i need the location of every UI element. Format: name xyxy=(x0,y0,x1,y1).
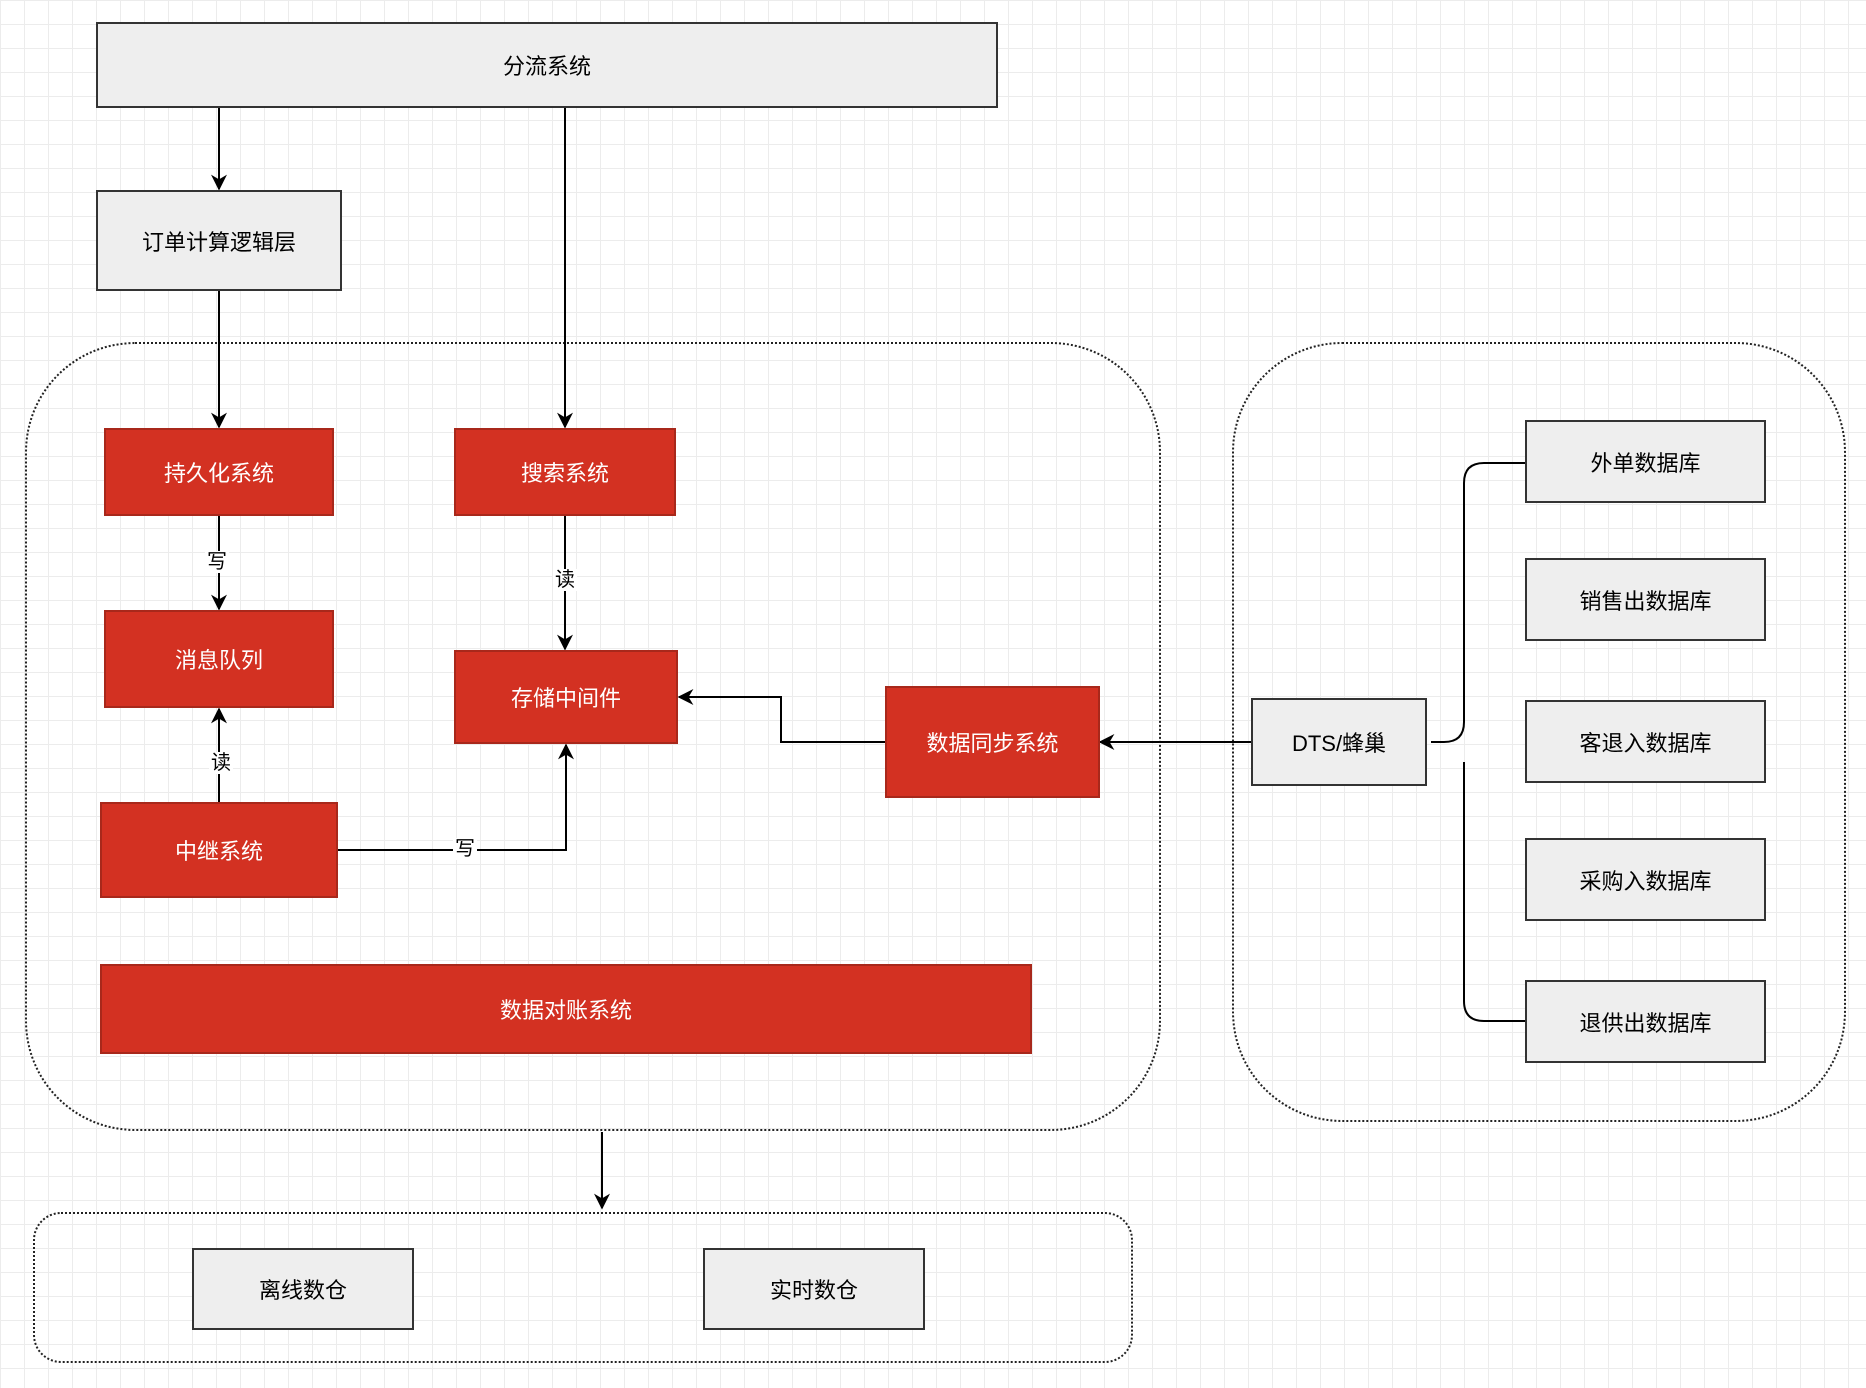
db-outer-order-node[interactable]: 外单数据库 xyxy=(1525,420,1766,503)
db-sales-out-node[interactable]: 销售出数据库 xyxy=(1525,558,1766,641)
dts-node[interactable]: DTS/蜂巢 xyxy=(1251,698,1427,786)
core-systems-container xyxy=(25,342,1161,1131)
reconciliation-system-node[interactable]: 数据对账系统 xyxy=(100,964,1032,1054)
source-databases-container xyxy=(1232,342,1846,1122)
db-purchase-in-node[interactable]: 采购入数据库 xyxy=(1525,838,1766,921)
relay-system-node[interactable]: 中继系统 xyxy=(100,802,338,898)
storage-middleware-node[interactable]: 存储中间件 xyxy=(454,650,678,744)
persistence-system-node[interactable]: 持久化系统 xyxy=(104,428,334,516)
edge-sync-to-storage xyxy=(677,689,885,743)
offline-warehouse-node[interactable]: 离线数仓 xyxy=(192,1248,414,1330)
label-persist-write: 写 xyxy=(205,551,229,573)
label-relay-write: 写 xyxy=(453,838,477,860)
db-supplier-return-out-node[interactable]: 退供出数据库 xyxy=(1525,980,1766,1063)
dts-databases-brace xyxy=(1431,462,1525,1022)
data-warehouse-container xyxy=(33,1212,1133,1363)
realtime-warehouse-node[interactable]: 实时数仓 xyxy=(703,1248,925,1330)
message-queue-node[interactable]: 消息队列 xyxy=(104,610,334,708)
db-customer-return-in-node[interactable]: 客退入数据库 xyxy=(1525,700,1766,783)
label-relay-read: 读 xyxy=(209,752,233,774)
data-sync-system-node[interactable]: 数据同步系统 xyxy=(885,686,1100,798)
search-system-node[interactable]: 搜索系统 xyxy=(454,428,676,516)
distribution-system-node[interactable]: 分流系统 xyxy=(96,22,998,108)
order-calc-layer-node[interactable]: 订单计算逻辑层 xyxy=(96,190,342,291)
edge-relay-to-storage xyxy=(338,743,574,851)
label-search-read: 读 xyxy=(553,569,577,591)
